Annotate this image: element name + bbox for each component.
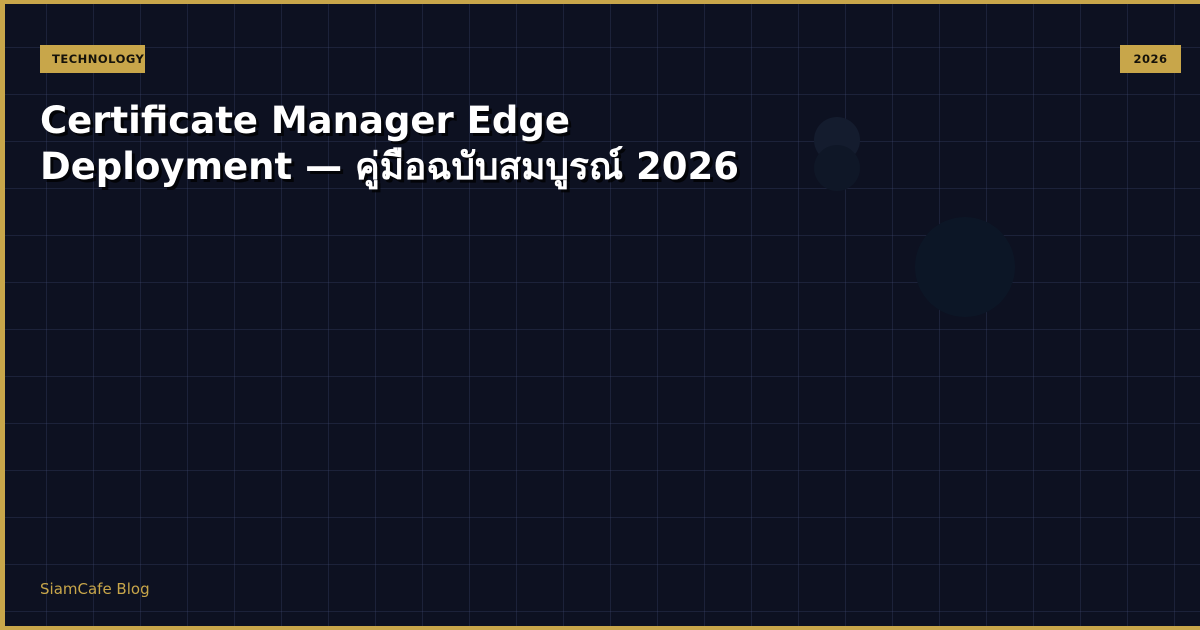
decor-circle-small-bottom xyxy=(814,145,860,191)
category-badge: TECHNOLOGY xyxy=(40,45,145,73)
year-badge: 2026 xyxy=(1120,45,1181,73)
site-name: SiamCafe Blog xyxy=(40,580,150,598)
post-title: Certificate Manager Edge Deployment — คู… xyxy=(40,99,740,188)
decor-circle-large xyxy=(915,217,1015,317)
